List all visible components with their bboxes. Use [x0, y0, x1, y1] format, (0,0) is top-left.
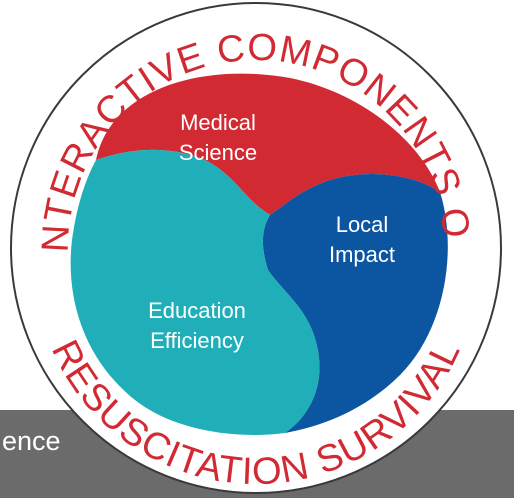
- local-impact-line1: Local: [336, 212, 389, 237]
- education-efficiency-line2: Efficiency: [150, 328, 244, 353]
- segments: [70, 73, 448, 435]
- education-efficiency-line1: Education: [148, 298, 246, 323]
- segment-medical-science: [96, 73, 440, 215]
- bottom-banner-text: ence: [2, 426, 61, 456]
- local-impact-line2: Impact: [329, 242, 395, 267]
- medical-science-line2: Science: [179, 140, 257, 165]
- medical-science-line1: Medical: [180, 110, 256, 135]
- segment-education-efficiency: [70, 149, 320, 435]
- segment-local-impact: [262, 173, 448, 433]
